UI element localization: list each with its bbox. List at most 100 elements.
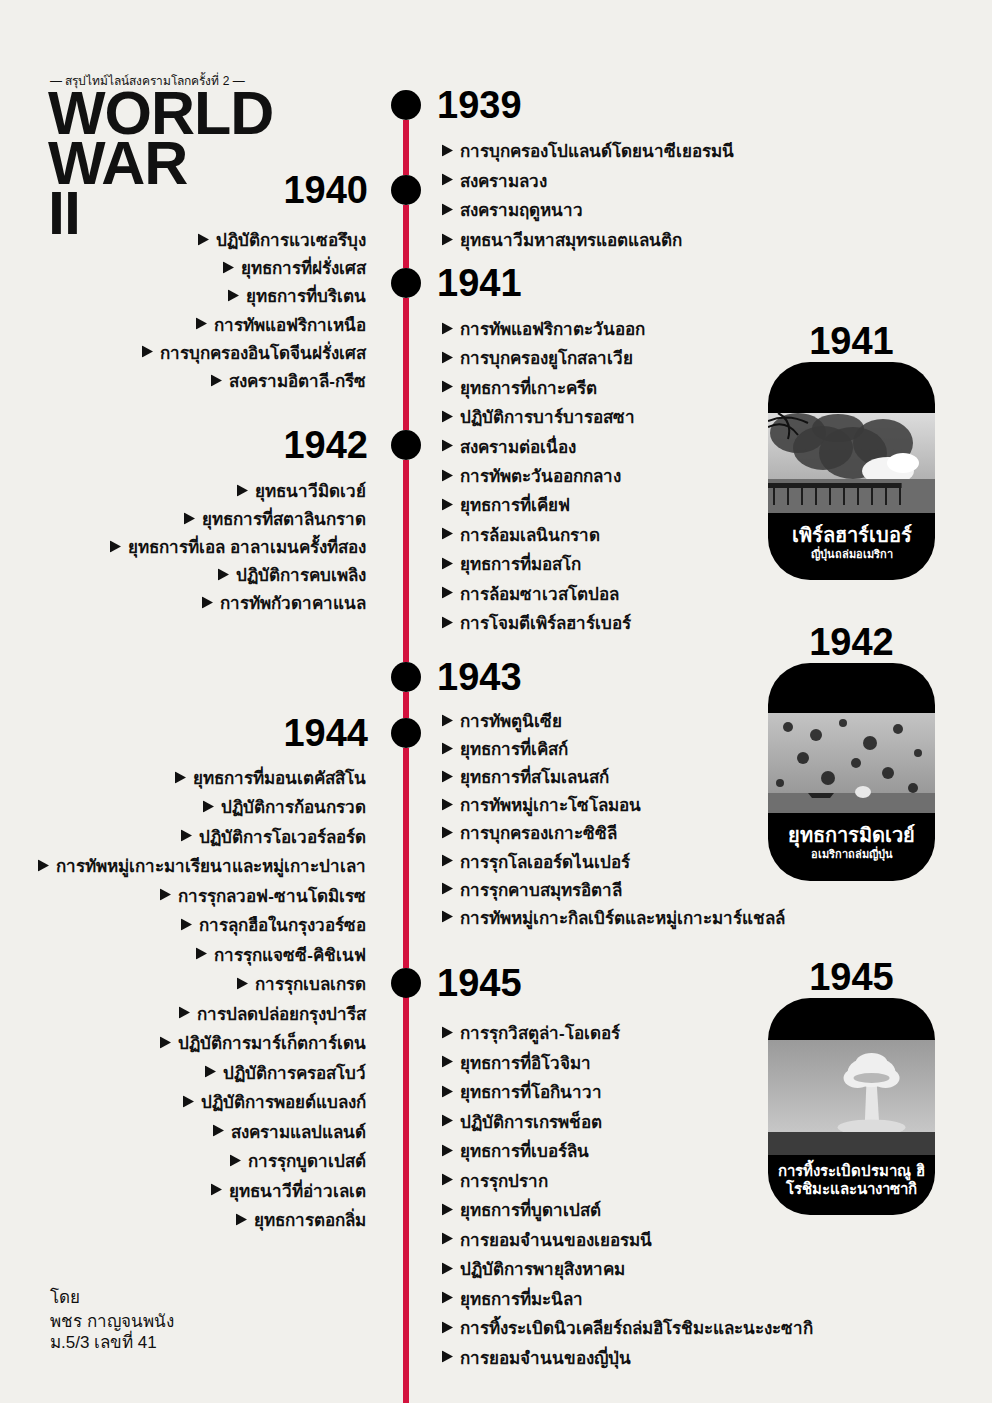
event-item: การปลดปล่อยกรุงปารีส: [179, 999, 366, 1026]
bullet-triangle-shape: [160, 1036, 171, 1048]
label-text: การรุกแจซซี-คิชิเนฟ: [214, 940, 366, 967]
event-item: ยุทธการที่อิโวจิมา: [442, 1048, 591, 1075]
bullet-triangle: [442, 742, 453, 754]
year-heading: 1939: [437, 84, 522, 126]
label-text: ยุทธนาวีมิดเวย์: [255, 477, 366, 504]
event-item: สงครามลวง: [442, 166, 547, 193]
label-text: การปลดปล่อยกรุงปารีส: [197, 999, 366, 1026]
bullet-triangle: [202, 596, 213, 608]
year-marker: 1943: [391, 662, 421, 692]
label-text: ยุทธการตอกลิ่ม: [254, 1206, 366, 1233]
label-text: สงครามต่อเนื่อง: [460, 432, 576, 459]
bullet-triangle-shape: [442, 855, 453, 867]
bullet-triangle-shape: [213, 1125, 224, 1137]
bullet-triangle: [442, 798, 453, 810]
event-item: การล้อมเลนินกราด: [442, 520, 600, 547]
bullet-triangle: [442, 883, 453, 895]
label-text: การรุกบูดาเปสต์: [248, 1147, 366, 1174]
bullet-triangle-shape: [442, 742, 453, 754]
bullet-triangle: [442, 528, 453, 540]
bullet-triangle-shape: [442, 233, 453, 245]
label-text: การล้อมเลนินกราด: [460, 520, 600, 547]
bullet-triangle: [38, 859, 49, 871]
event-item: ยุทธการที่โอกินาวา: [442, 1078, 602, 1105]
bullet-triangle-shape: [228, 289, 239, 301]
bullet-triangle: [442, 203, 453, 215]
year-dot: [391, 662, 421, 692]
text-line: — สรุปไทม์ไลน์สงครามโลกครั้งที่ 2 —: [50, 71, 245, 90]
event-item: การทัพหมู่เกาะโซโลมอน: [442, 791, 641, 818]
bullet-triangle-shape: [442, 1144, 453, 1156]
bullet-triangle: [442, 1292, 453, 1304]
event-item: ยุทธการตอกลิ่ม: [236, 1206, 366, 1233]
bullet-triangle: [442, 381, 453, 393]
bullet-triangle-shape: [442, 1026, 453, 1038]
bullet-triangle: [179, 1007, 190, 1019]
bullet-triangle-shape: [442, 1321, 453, 1333]
bullet-triangle-shape: [442, 1262, 453, 1274]
bullet-triangle-shape: [196, 318, 207, 330]
bullet-triangle-shape: [237, 484, 248, 496]
event-item: ยุทธการที่เคียฟ: [442, 491, 570, 518]
year-dot: [391, 175, 421, 205]
bullet-triangle-shape: [442, 1292, 453, 1304]
label-text: ยุทธการที่อิโวจิมา: [460, 1048, 591, 1075]
bullet-triangle-shape: [184, 512, 195, 524]
event-item: ปฏิบัติการโอเวอร์ลอร์ด: [181, 822, 366, 849]
event-item: การทัพแอฟริกาตะวันออก: [442, 315, 645, 342]
label-text: ยุทธการที่บูดาเปสต์: [460, 1196, 601, 1223]
label-text: สงครามแลปแลนด์: [231, 1117, 366, 1144]
timeline-segment: [403, 748, 409, 968]
bullet-triangle: [442, 855, 453, 867]
text-line: โดย: [50, 1283, 80, 1310]
label-text: การลุกฮือในกรุงวอร์ซอ: [199, 911, 366, 938]
event-item: ยุทธการที่มอสโก: [442, 550, 581, 577]
bullet-triangle-shape: [442, 1174, 453, 1186]
label-text: พชร กาญจนพนัง: [50, 1307, 174, 1334]
timeline-segment: [403, 692, 409, 718]
page-title: WORLD WAR II: [48, 88, 288, 238]
year-heading: 1940: [283, 169, 368, 211]
bullet-triangle-shape: [236, 1213, 247, 1225]
bullet-triangle: [237, 484, 248, 496]
label-text: การรุกปราก: [460, 1166, 548, 1193]
bullet-triangle-shape: [442, 1085, 453, 1097]
bullet-triangle: [442, 410, 453, 422]
year-heading-box: 1940: [283, 170, 368, 210]
label-text: สงครามฤดูหนาว: [460, 196, 583, 223]
label-text: ปฏิบัติการแวเซอรึบุง: [216, 226, 366, 253]
bullet-triangle: [181, 918, 192, 930]
year-dot-shape: [391, 430, 421, 460]
bullet-triangle: [442, 144, 453, 156]
label-text: การทัพกัวดาคาแนล: [220, 589, 366, 616]
event-item: การรุกวิสตูล่า-โอเดอร์: [442, 1019, 620, 1046]
year-heading: 1944: [283, 712, 368, 754]
bullet-triangle: [442, 1262, 453, 1274]
label-text: ยุทธการที่ฝรั่งเศส: [241, 254, 366, 281]
event-item: ปฏิบัติการแวเซอรึบุง: [198, 226, 366, 253]
bullet-triangle: [230, 1154, 241, 1166]
card-background: [768, 663, 935, 881]
bullet-triangle: [160, 1036, 171, 1048]
label-text: ยุทธการที่เอล อาลาเมนครั้งที่สอง: [128, 533, 366, 560]
card-text-box: การทิ้งระเบิดปรมาณู ฮิโรชิมะและนางาซากิ: [776, 1158, 927, 1201]
bullet-triangle-shape: [230, 1154, 241, 1166]
bullet-triangle: [213, 1125, 224, 1137]
card-year: 1941: [768, 321, 935, 361]
bullet-triangle-shape: [110, 540, 121, 552]
label-text: การทิ้งระเบิดนิวเคลียร์ถล่มฮิโรชิมะและนะ…: [460, 1314, 813, 1341]
label-text: ปฏิบัติการพอยต์แบลงก์: [201, 1088, 366, 1115]
bullet-triangle-shape: [442, 381, 453, 393]
bullet-triangle-shape: [442, 203, 453, 215]
label-text: การบุกครองอินโดจีนฝรั่งเศส: [160, 338, 366, 365]
year-dot: [391, 968, 421, 998]
bullet-triangle-shape: [442, 528, 453, 540]
event-item: ยุทธนาวีมหาสมุทรแอตแลนติก: [442, 226, 682, 253]
event-item: ยุทธนาวีที่อ่าวเลเต: [211, 1176, 366, 1203]
event-item: การรุกโลเออร์ดไนเปอร์: [442, 847, 630, 874]
card-background: [768, 998, 935, 1215]
event-item: การโจมตีเพิร์ลฮาร์เบอร์: [442, 609, 631, 636]
label-text: การทัพหมู่เกาะกิลเบิร์ตและหมู่เกาะมาร์แช…: [460, 903, 785, 930]
label-text: การรุกลวอฟ-ซานโดมิเรซ: [178, 881, 366, 908]
